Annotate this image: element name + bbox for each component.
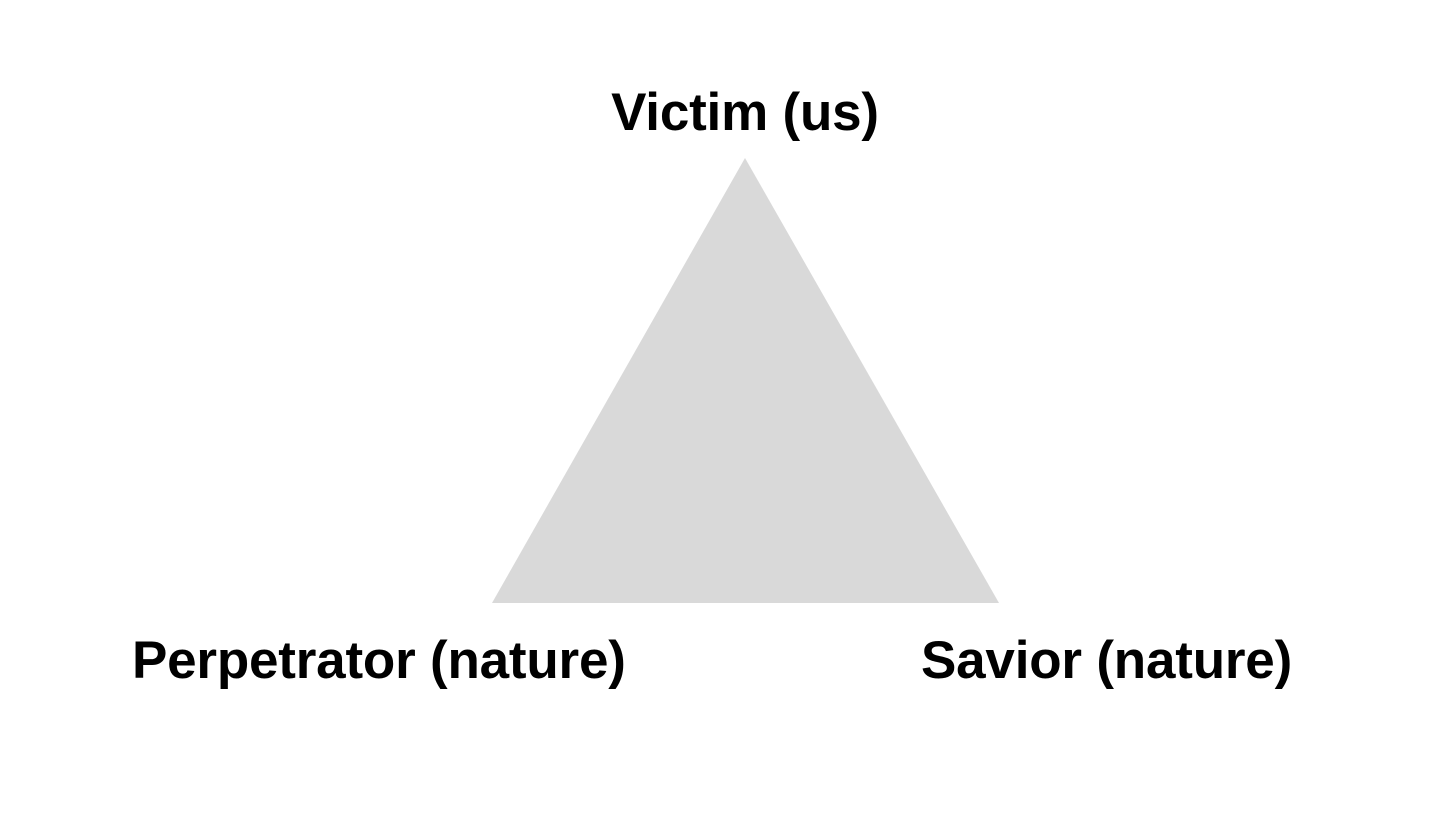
triangle-polygon [492,158,999,603]
vertex-label-perpetrator: Perpetrator (nature) [132,631,626,690]
vertex-label-victim: Victim (us) [611,83,879,142]
vertex-label-savior: Savior (nature) [921,631,1293,690]
